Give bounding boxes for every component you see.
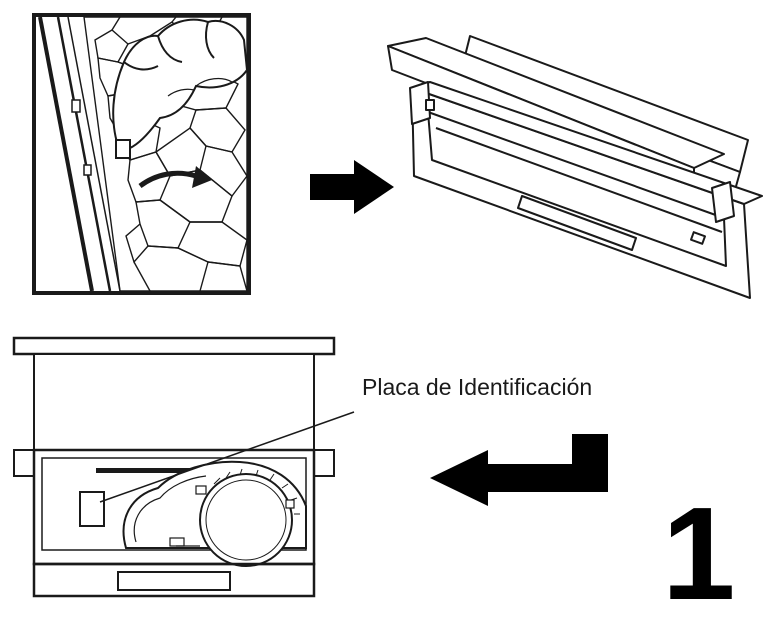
front-handle-slot (517, 195, 637, 251)
frame-clip (71, 99, 81, 113)
end-cap-left (409, 81, 431, 125)
fan-housing (122, 460, 307, 567)
label-leader-line (99, 411, 355, 503)
hood-edge-line (38, 17, 94, 291)
end-cap-right (711, 181, 735, 223)
bottom-handle (117, 571, 231, 591)
right-arrow (310, 160, 394, 214)
hood-isometric-view (387, 35, 763, 299)
filter-latch (115, 139, 131, 159)
hood-top-slab (12, 336, 336, 356)
flange-left (13, 449, 37, 477)
installation-diagram (12, 13, 763, 598)
flange-right (311, 449, 335, 477)
identification-plate-label: Placa de Identificación (362, 374, 593, 400)
pull-direction-arrow (138, 166, 212, 189)
step-number: 1 (662, 480, 736, 627)
hand-illustration (112, 18, 247, 159)
inner-bar (96, 468, 236, 473)
hood-front-view (12, 336, 336, 598)
hood-upper-body (33, 353, 315, 451)
frame-clip (83, 164, 92, 176)
identification-plate (79, 491, 105, 527)
left-return-arrow (430, 434, 608, 506)
filter-removal-closeup (32, 13, 251, 295)
